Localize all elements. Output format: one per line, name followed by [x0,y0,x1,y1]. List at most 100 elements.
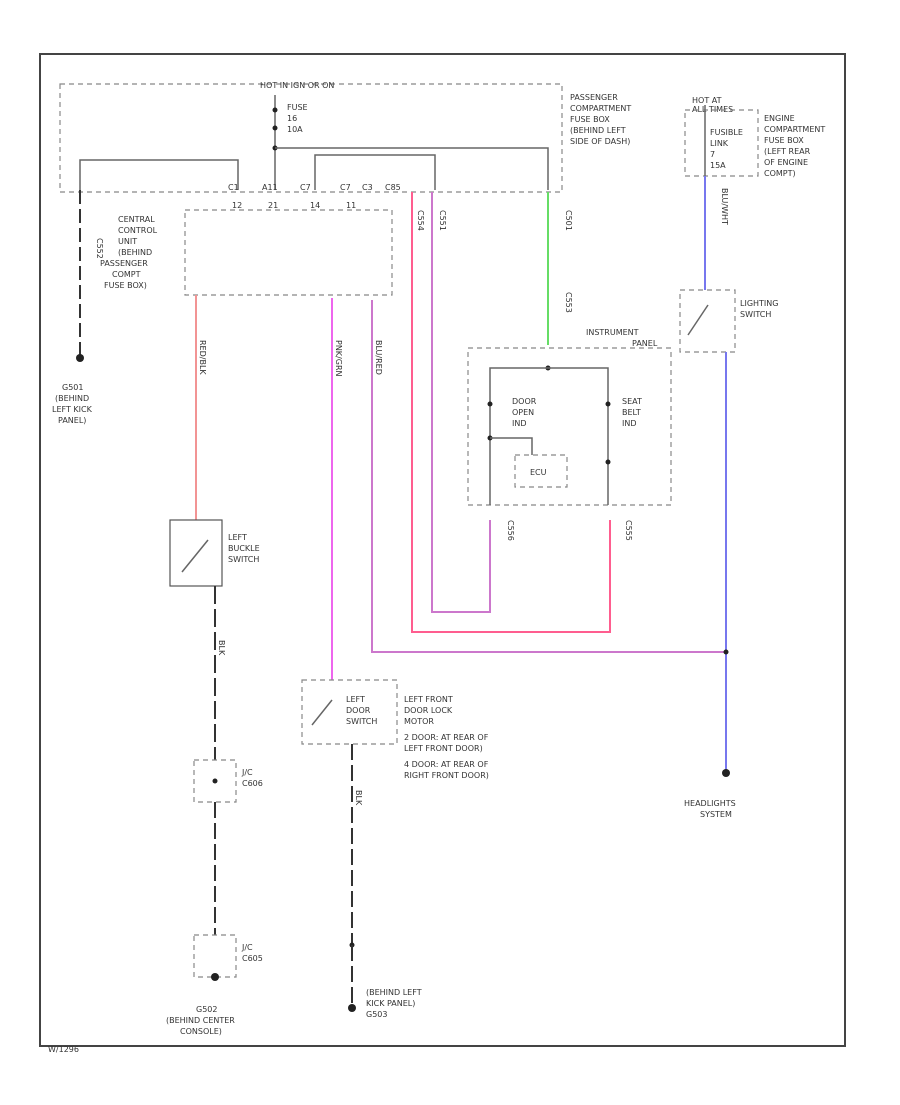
svg-text:C85: C85 [385,183,401,192]
headlights-system-label: HEADLIGHTS SYSTEM [684,799,736,819]
ground-g501-label: G501 (BEHIND LEFT KICK PANEL) [52,383,93,425]
svg-text:C605: C605 [242,954,263,963]
wire-label: BLK [217,640,226,656]
svg-text:C7: C7 [300,183,311,192]
wire-label: BLU/RED [374,340,383,375]
ground-point [76,354,84,362]
svg-text:DOOR: DOOR [512,397,537,406]
svg-text:LEFT FRONT DOOR): LEFT FRONT DOOR) [404,744,483,753]
svg-text:HEADLIGHTS: HEADLIGHTS [684,799,736,808]
splice-node [723,649,729,655]
svg-text:21: 21 [268,201,278,210]
svg-text:15A: 15A [710,161,726,170]
svg-text:LEFT: LEFT [346,695,365,704]
headlights-terminal [722,769,730,777]
svg-text:C3: C3 [362,183,373,192]
svg-text:J/C: J/C [241,943,253,952]
svg-text:SEAT: SEAT [622,397,642,406]
connector-label: C554 [416,210,425,231]
passenger-fuse-box [59,83,563,193]
svg-text:A11: A11 [262,183,278,192]
svg-text:LEFT: LEFT [228,533,247,542]
fuse-node [272,125,278,131]
svg-text:SYSTEM: SYSTEM [700,810,732,819]
wire-blu-red [371,300,726,653]
svg-text:G502: G502 [196,1005,217,1014]
instrument-panel-label: INSTRUMENT PANEL [586,328,658,348]
svg-text:LEFT KICK: LEFT KICK [52,405,93,414]
svg-text:CENTRAL: CENTRAL [118,215,155,224]
svg-text:PANEL: PANEL [632,339,658,348]
svg-text:COMPARTMENT: COMPARTMENT [764,125,825,134]
wire-label: RED/BLK [198,340,207,375]
svg-text:BELT: BELT [622,408,641,417]
svg-text:C7: C7 [340,183,351,192]
svg-text:RIGHT FRONT DOOR): RIGHT FRONT DOOR) [404,771,489,780]
svg-text:COMPT: COMPT [112,270,141,279]
fuse-node [272,107,278,113]
svg-text:INSTRUMENT: INSTRUMENT [586,328,639,337]
svg-text:SWITCH: SWITCH [346,717,377,726]
svg-text:IND: IND [512,419,527,428]
svg-text:16: 16 [287,114,297,123]
wire-red-blu [411,192,611,633]
fuse-bus [79,159,239,190]
joint-connector-c606 [193,759,237,803]
svg-text:(BEHIND CENTER: (BEHIND CENTER [166,1016,235,1025]
svg-text:LEFT FRONT: LEFT FRONT [404,695,453,704]
svg-text:UNIT: UNIT [118,237,137,246]
indicator-node [605,401,611,407]
fuse-box-name: PASSENGER COMPARTMENT FUSE BOX (BEHIND L… [570,93,631,146]
jc-c605-label: J/C C605 [241,943,263,963]
svg-text:PASSENGER: PASSENGER [570,93,618,102]
svg-text:COMPT): COMPT) [764,169,796,178]
svg-text:FUSE BOX: FUSE BOX [764,136,804,145]
svg-text:IND: IND [622,419,637,428]
lighting-switch-label: LIGHTING SWITCH [740,299,778,319]
svg-text:2 DOOR: AT REAR OF: 2 DOOR: AT REAR OF [404,733,489,742]
svg-text:ENGINE: ENGINE [764,114,795,123]
left-buckle-switch-label: LEFT BUCKLE SWITCH [228,533,260,564]
door-open-indicator-label: DOOR OPEN IND [512,397,537,428]
svg-text:LINK: LINK [710,139,729,148]
fuse-box-pins: C1 A11 C7 C7 C3 C85 [228,183,401,192]
svg-text:SWITCH: SWITCH [740,310,771,319]
connector-label: C501 [564,210,573,231]
svg-text:SIDE OF DASH): SIDE OF DASH) [570,137,630,146]
jc-c606-label: J/C C606 [241,768,263,788]
svg-text:KICK PANEL): KICK PANEL) [366,999,415,1008]
svg-text:J/C: J/C [241,768,253,777]
instrument-panel [467,347,672,506]
indicator-node [605,459,611,465]
svg-text:CONSOLE): CONSOLE) [180,1027,222,1036]
lighting-switch[interactable] [679,289,736,353]
svg-text:PANEL): PANEL) [58,416,86,425]
svg-text:C1: C1 [228,183,239,192]
left-front-door-lock-motor [301,679,398,745]
fusible-link-label: FUSIBLE LINK 7 15A [710,128,743,170]
svg-text:BUCKLE: BUCKLE [228,544,260,553]
svg-text:PASSENGER: PASSENGER [100,259,148,268]
svg-text:MOTOR: MOTOR [404,717,434,726]
panel-internal-bus [489,367,609,505]
diagram-frame [39,53,846,1047]
svg-text:C606: C606 [242,779,263,788]
switch-blade [311,699,333,726]
svg-text:FUSIBLE: FUSIBLE [710,128,743,137]
left-buckle-switch[interactable] [169,519,223,587]
connector-label: C556 [506,520,515,541]
ground-point [211,973,219,981]
svg-text:COMPARTMENT: COMPARTMENT [570,104,631,113]
ground-g503-label: (BEHIND LEFT KICK PANEL) G503 [366,988,422,1019]
fuse-label: FUSE 16 10A [287,103,308,134]
svg-text:SWITCH: SWITCH [228,555,259,564]
svg-text:4 DOOR: AT REAR OF: 4 DOOR: AT REAR OF [404,760,489,769]
seat-belt-indicator-label: SEAT BELT IND [622,397,642,428]
wire-label: BLK [354,790,363,806]
hot-at-all-times: HOT AT [692,96,722,105]
svg-text:FUSE BOX: FUSE BOX [570,115,610,124]
svg-text:12: 12 [232,201,242,210]
connector-label: C552 [95,238,104,259]
ground-point [348,1004,356,1012]
